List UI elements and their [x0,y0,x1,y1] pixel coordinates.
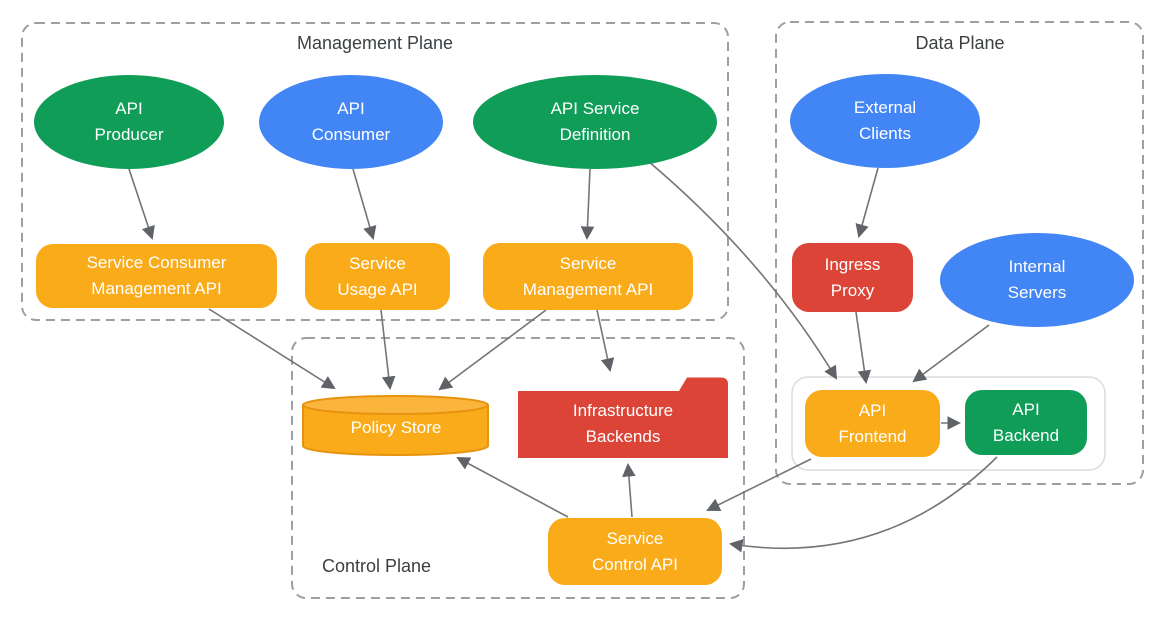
control-plane-box [291,337,745,599]
edge-api-producer-to-service-consumer-management-api [128,168,155,240]
external-clients-node: External Clients [790,74,980,168]
infrastructure-backends-folder [518,377,728,458]
control-plane-title: Control Plane [322,556,432,576]
edge-api-frontend-to-service-control-api [706,458,812,511]
policy-store-cylinder-top [302,395,489,415]
api-producer-node: API Producer [34,75,224,169]
service-management-api-node: Service Management API [483,243,693,310]
api-backend-node: API Backend [965,390,1087,455]
edge-service-consumer-management-api-to-policy-store [208,308,336,390]
data-plane-title: Data Plane [915,33,1005,53]
service-consumer-management-api-node: Service Consumer Management API [36,244,277,308]
edge-internal-servers-to-api-frontend [912,324,990,383]
infrastructure-backends-label: Infrastructure Backends [572,401,674,446]
edge-service-management-api-to-policy-store [438,309,547,391]
edge-external-clients-to-ingress-proxy [855,167,879,238]
edge-api-service-definition-to-service-management-api [580,168,595,241]
edges-group [128,160,998,553]
edge-api-consumer-to-service-usage-api [352,168,377,240]
service-usage-api-label: Service Usage API [337,253,418,299]
ingress-proxy-node: Ingress Proxy [792,243,913,312]
edge-ingress-proxy-to-api-frontend [855,311,872,385]
internal-servers-label: Internal Servers [1007,257,1067,302]
service-management-api-label: Service Management API [522,253,654,299]
data-plane-box [775,21,1144,485]
edge-service-usage-api-to-policy-store [380,309,396,391]
api-consumer-node: API Consumer [259,75,443,169]
edge-api-backend-to-service-control-api [728,456,998,553]
edge-service-management-api-to-infrastructure-backends [596,309,615,372]
edge-api-service-definition-to-api-frontend [647,160,838,380]
edge-service-control-api-to-policy-store [456,457,569,518]
api-service-definition-node: API Service Definition [473,75,717,169]
management-plane-box [21,22,729,321]
api-producer-label: API Producer [94,99,164,144]
external-clients-label: External Clients [853,98,917,143]
api-frontend-node: API Frontend [805,390,940,457]
service-control-api-label: Service Control API [592,528,678,574]
api-consumer-label: API Consumer [311,99,391,144]
api-service-definition-label: API Service Definition [550,99,640,144]
internal-servers-node: Internal Servers [940,233,1134,327]
ingress-proxy-label: Ingress Proxy [824,254,881,300]
policy-store-label: Policy Store [350,418,442,437]
edge-service-control-api-to-infrastructure-backends [622,462,636,518]
service-consumer-management-api-label: Service Consumer Management API [86,253,227,298]
policy-store-node [302,395,489,456]
api-frontend-label: API Frontend [838,400,907,446]
management-plane-title: Management Plane [296,33,454,53]
service-control-api-node: Service Control API [548,518,722,585]
api-backend-label: API Backend [992,399,1060,445]
service-usage-api-node: Service Usage API [305,243,450,310]
policy-store-cylinder-body [302,405,489,456]
